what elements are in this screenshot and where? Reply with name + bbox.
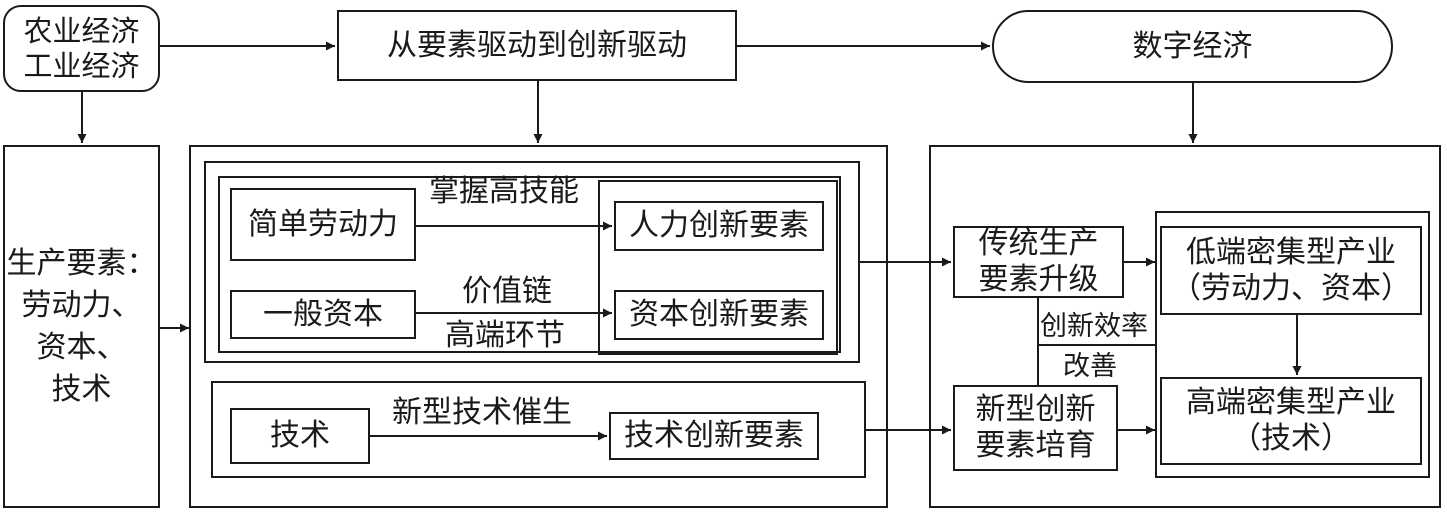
human-innovation-box: 人力创新要素 [614,201,824,251]
technology-box: 技术 [230,408,370,464]
high-end-industry-label: 高端密集型产业 [1186,385,1396,420]
high-end-industry-note: （技术） [1231,421,1351,456]
right-panel [929,145,1441,508]
low-end-industry-label: 低端密集型产业 [1186,234,1396,270]
efficiency-label: 创新效率 [1040,311,1148,342]
middle-panel [189,145,888,508]
edge-label-high-skill: 掌握高技能 [429,174,579,209]
edge-label-value-chain: 价值链 [462,274,552,309]
human-innovation-label: 人力创新要素 [629,208,809,243]
capital-innovation-label: 资本创新要素 [629,297,809,332]
general-capital-label: 一般资本 [263,296,383,332]
labor-capital-outer-group [204,161,860,363]
new-cultivation-line-2: 要素培育 [975,428,1096,463]
transition-box: 从要素驱动到创新驱动 [337,10,737,81]
factors-line-3: 资本、 [36,329,127,365]
high-end-industry-box: 高端密集型产业 （技术） [1160,377,1422,465]
new-cultivation-box: 新型创新 要素培育 [953,385,1118,471]
digital-economy-label: 数字经济 [1132,28,1253,64]
low-end-industry-note: （劳动力、资本） [1171,270,1411,306]
improvement-label: 改善 [1063,351,1117,382]
general-capital-box: 一般资本 [230,290,416,339]
production-factors-panel: 生产要素： 劳动力、 资本、 技术 [3,145,160,508]
factors-line-2: 劳动力、 [21,287,142,323]
new-cultivation-line-1: 新型创新 [975,392,1096,427]
edge-label-new-tech: 新型技术催生 [392,395,572,430]
industrial-economy-label: 工业经济 [23,48,140,83]
traditional-upgrade-line-1: 传统生产 [978,226,1099,261]
tech-innovation-box: 技术创新要素 [609,412,819,460]
labor-capital-inner-group [218,176,841,353]
tech-innovation-label: 技术创新要素 [624,418,804,453]
low-end-industry-box: 低端密集型产业 （劳动力、资本） [1160,226,1422,315]
tech-group [211,381,866,478]
traditional-upgrade-line-2: 要素升级 [978,262,1099,297]
simple-labor-box: 简单劳动力 [230,188,416,261]
factors-line-1: 生产要素： [6,245,157,281]
agri-economy-label: 农业经济 [23,13,140,48]
innovation-factors-group [598,180,838,355]
capital-innovation-box: 资本创新要素 [614,290,824,340]
traditional-upgrade-box: 传统生产 要素升级 [953,226,1124,298]
industry-group [1155,211,1430,478]
simple-labor-label: 简单劳动力 [248,206,398,242]
digital-economy-box: 数字经济 [992,10,1393,83]
agri-industrial-economy-box: 农业经济 工业经济 [3,5,160,92]
edge-label-high-end-link: 高端环节 [445,318,565,353]
transition-label: 从要素驱动到创新驱动 [387,27,687,63]
factors-line-4: 技术 [51,371,112,407]
technology-label: 技术 [270,418,330,453]
